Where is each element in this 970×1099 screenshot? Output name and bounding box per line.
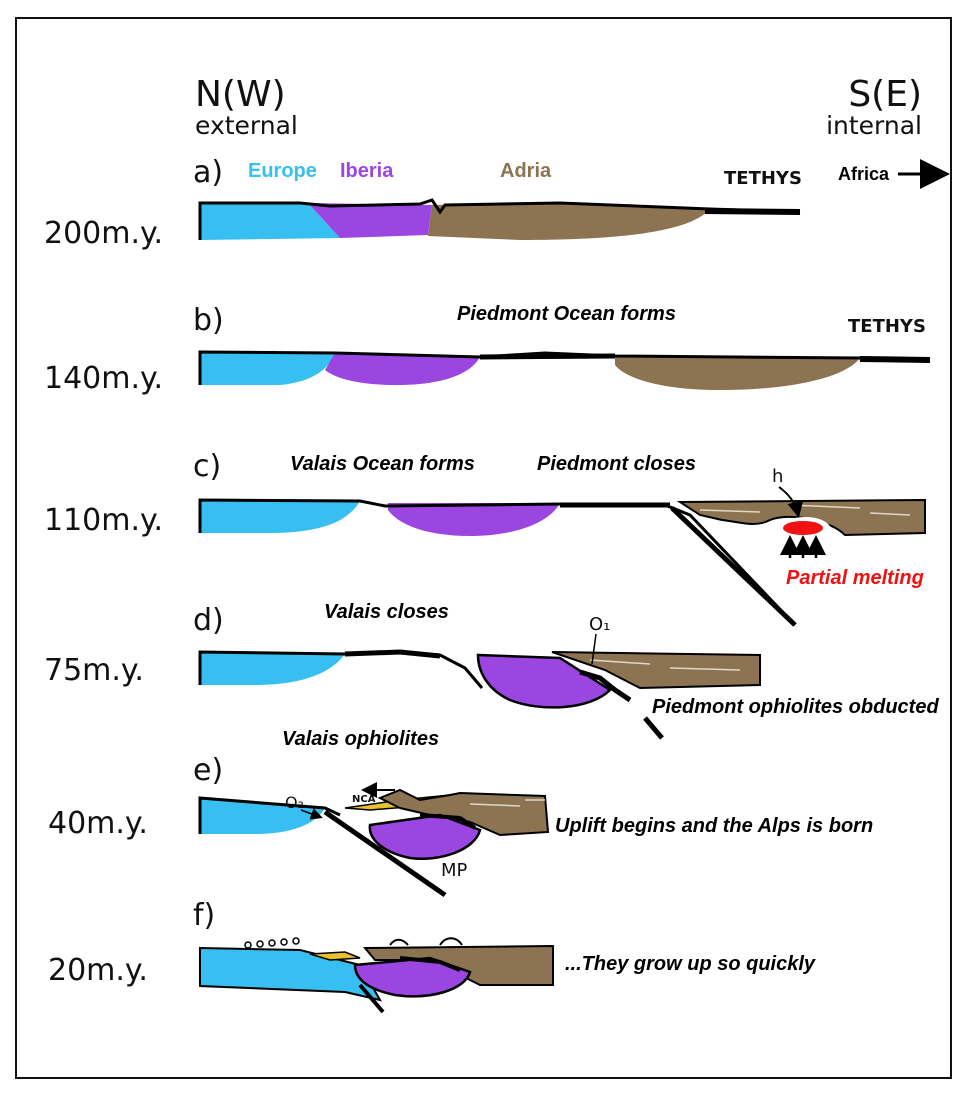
crust-outline: [198, 498, 797, 627]
iberia-block: [476, 653, 612, 709]
subducting-slab: [323, 809, 447, 898]
right-zone-label: internal: [826, 111, 922, 140]
age-label: 140m.y.: [44, 361, 163, 396]
adria-fabric: [469, 799, 545, 807]
o1-label: O₁: [589, 614, 610, 635]
caption-right: Piedmont closes: [537, 453, 696, 475]
panel-d: d) 75m.y. Valais closes O₁ Piedmont ophi…: [44, 601, 939, 740]
europe-block: [200, 500, 360, 533]
iberia-block: [368, 813, 482, 860]
o2-arrow: [300, 808, 323, 820]
erosional-remnants: [389, 937, 463, 946]
subducting-slab: [670, 506, 797, 627]
crust-outline: [198, 198, 801, 240]
age-label: 200m.y.: [44, 216, 163, 251]
caption: Piedmont Ocean forms: [457, 303, 676, 325]
age-label: 20m.y.: [48, 953, 148, 988]
tethys-label: TETHYS: [848, 316, 926, 337]
iberia-block: [388, 503, 560, 536]
ophiolite-slice: [399, 956, 461, 972]
obducted-ophiolite: [579, 669, 632, 703]
iberia-label: Iberia: [340, 160, 394, 182]
oceanic-crust: [344, 649, 441, 659]
caption: Valais closes: [324, 601, 449, 623]
obduction-caption: Piedmont ophiolites obducted: [652, 696, 939, 718]
age-label: 75m.y.: [44, 653, 144, 688]
left-zone-label: external: [195, 111, 298, 140]
o1-leader: [591, 633, 597, 665]
h-arrow: [778, 486, 804, 518]
africa-label: Africa: [838, 164, 890, 184]
mp-label: MP: [441, 860, 468, 881]
age-label: 110m.y.: [44, 503, 163, 538]
caption-top: Valais ophiolites: [282, 728, 439, 750]
panel-a: a) 200m.y. Europe Iberia Adria TETHYS Af…: [44, 155, 950, 251]
iberia-block: [353, 956, 472, 998]
o2-label: O₂: [285, 793, 304, 812]
adria-label: Adria: [500, 160, 552, 182]
iberia-block: [308, 203, 432, 238]
panel-letter: d): [193, 603, 224, 638]
panel-f: f) 20m.y. ...They grow up so quickly: [48, 898, 816, 1014]
europe-block: [200, 203, 340, 240]
ophiolite-slice: [419, 813, 477, 830]
crust-outline: [198, 796, 341, 834]
partial-melting-label: Partial melting: [786, 567, 924, 589]
adria-fabric: [589, 659, 741, 671]
panel-letter: f): [193, 898, 215, 933]
panel-e: e) 40m.y. Valais ophiolites Uplift begin…: [48, 728, 873, 898]
right-direction-label: S(E): [848, 74, 922, 115]
tethys-crust: [859, 356, 931, 363]
molasse-sediments: [244, 937, 300, 949]
nca-label: NCA: [352, 794, 376, 805]
panel-letter: a): [193, 155, 223, 190]
caption-left: Valais Ocean forms: [290, 453, 475, 475]
age-label: 40m.y.: [48, 806, 148, 841]
tethys-label: TETHYS: [724, 168, 802, 189]
slab-fragment: [643, 716, 664, 740]
piedmont-oceanic-crust: [479, 353, 616, 360]
europe-label: Europe: [248, 160, 317, 182]
panel-b: b) 140m.y. Piedmont Ocean forms TETHYS: [44, 303, 931, 396]
tethys-crust: [704, 208, 801, 215]
panel-letter: c): [193, 449, 221, 484]
iberia-block: [325, 353, 480, 386]
adria-block: [615, 355, 860, 390]
caption: ...They grow up so quickly: [565, 953, 816, 975]
caption: Uplift begins and the Alps is born: [555, 815, 873, 837]
figure-frame: [15, 17, 952, 1079]
europe-block: [200, 352, 335, 385]
europe-block: [200, 652, 345, 685]
partial-melt-body: [783, 521, 823, 535]
slab-fragment: [358, 983, 385, 1014]
h-label: h: [772, 466, 783, 487]
left-direction-label: N(W): [195, 74, 286, 115]
nca-nappe: [309, 951, 361, 961]
panel-c: c) 110m.y. Valais Ocean forms Piedmont c…: [44, 449, 926, 627]
panel-letter: b): [193, 303, 224, 338]
adria-block: [428, 203, 710, 240]
panel-letter: e): [193, 753, 223, 788]
